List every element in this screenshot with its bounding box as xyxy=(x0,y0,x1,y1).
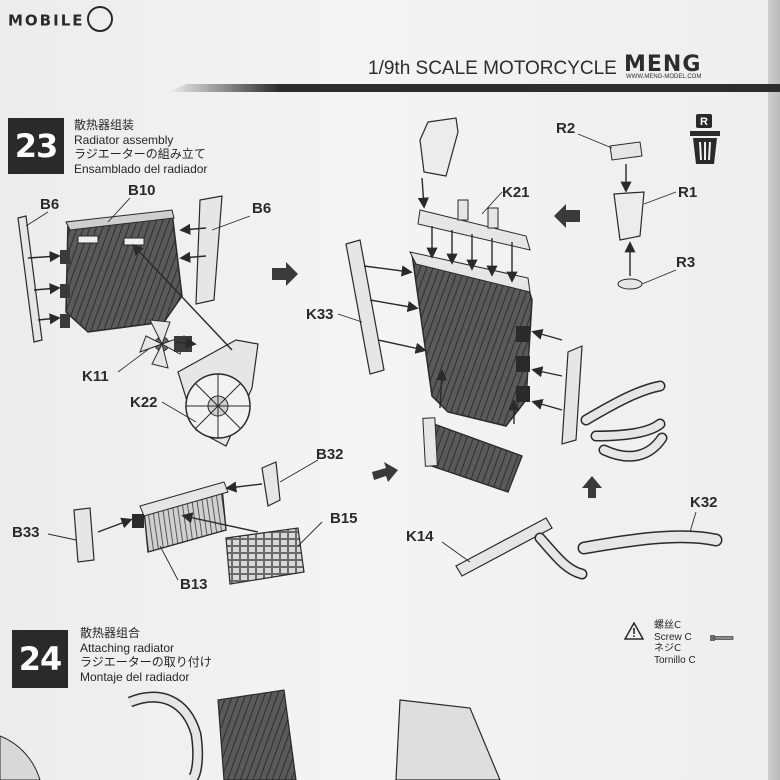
part-label-k32: K32 xyxy=(690,494,718,511)
part-k14-bracket xyxy=(455,517,553,577)
screw-note-ja: ネジC xyxy=(654,643,681,654)
part-k33-side-plate xyxy=(345,239,385,375)
radiator-b13-assembly xyxy=(132,481,229,553)
warning-icon xyxy=(624,622,644,640)
step-title-block: 散热器组装 Radiator assembly ラジエーターの組み立て Ensa… xyxy=(74,118,207,176)
step-title-ja: ラジエーターの組み立て xyxy=(74,147,206,161)
oil-cooler-assembly xyxy=(422,417,523,493)
part-b15-grille xyxy=(225,527,305,585)
watermark-text: MOBILE xyxy=(8,11,85,30)
recycle-bin-icon: R xyxy=(690,114,720,164)
screw-note-zh: 螺丝C xyxy=(654,620,681,631)
watermark-logo-icon xyxy=(86,6,113,32)
radiator-b10-assembly xyxy=(60,209,183,333)
brand-name: MENG xyxy=(624,52,701,77)
step-title-es: Montaje del radiador xyxy=(80,669,190,684)
part-label-b6: B6 xyxy=(252,200,272,217)
flow-arrow-icon xyxy=(272,262,298,286)
part-label-b15: B15 xyxy=(330,510,358,527)
step-number-badge: 23 xyxy=(8,118,64,174)
part-label-r1: R1 xyxy=(678,184,698,201)
step24-preview xyxy=(0,689,501,780)
part-label-b33: B33 xyxy=(12,524,40,541)
assembly-arrows xyxy=(27,164,636,533)
direction-arrows xyxy=(272,204,602,498)
part-label-k11: K11 xyxy=(82,368,109,385)
part-k11-fan xyxy=(139,319,192,369)
part-label-k21: K21 xyxy=(502,184,530,201)
part-label-b10: B10 xyxy=(128,182,156,199)
part-b32 xyxy=(261,461,281,507)
part-label-b32: B32 xyxy=(316,446,344,463)
part-r2-cap xyxy=(609,141,643,161)
brand-logo: MENG WWW.MENG-MODEL.COM xyxy=(624,52,701,80)
part-k22-fan-shroud xyxy=(177,339,259,447)
step-title-es: Ensamblado del radiador xyxy=(74,161,208,176)
flow-arrow-icon xyxy=(582,476,602,498)
step-title-ja: ラジエーターの取り付け xyxy=(80,655,212,669)
screw-note-en: Screw C xyxy=(654,631,692,643)
part-label-b6: B6 xyxy=(40,196,60,213)
radiator-k33-assembly xyxy=(409,199,533,427)
recycle-badge-letter: R xyxy=(700,116,708,128)
part-b6-left-strip xyxy=(17,215,43,343)
brand-url: WWW.MENG-MODEL.COM xyxy=(626,74,701,80)
leader-lines xyxy=(25,133,697,581)
part-label-k14: K14 xyxy=(406,528,434,545)
screw-icon xyxy=(710,635,734,641)
part-label-b13: B13 xyxy=(180,576,208,593)
step-title-en: Radiator assembly xyxy=(74,132,174,147)
watermark: MOBILE xyxy=(8,6,113,34)
part-b33 xyxy=(73,507,95,563)
part-b6-right-strip xyxy=(195,195,223,305)
part-r1 xyxy=(613,191,645,241)
step-title-zh: 散热器组合 xyxy=(80,626,141,640)
flow-arrow-icon xyxy=(372,462,398,482)
part-label-r3: R3 xyxy=(676,254,696,271)
part-label-k33: K33 xyxy=(306,306,334,323)
step-title-block: 散热器组合 Attaching radiator ラジエーターの取り付け Mon… xyxy=(80,626,212,684)
part-label-r2: R2 xyxy=(556,120,576,137)
part-r3 xyxy=(617,278,643,290)
sheet-edge xyxy=(768,0,780,780)
header-title: 1/9th SCALE MOTORCYCLE xyxy=(368,58,617,79)
header-rule xyxy=(168,84,780,92)
part-side-stay xyxy=(561,345,583,445)
flow-arrow-icon xyxy=(554,204,580,228)
step-title-zh: 散热器组装 xyxy=(74,118,135,132)
part-r2 xyxy=(419,117,459,177)
screw-note-es: Tornillo C xyxy=(654,654,696,666)
part-label-k22: K22 xyxy=(130,394,158,411)
step-title-en: Attaching radiator xyxy=(80,640,175,655)
step-number-badge: 24 xyxy=(12,630,68,688)
